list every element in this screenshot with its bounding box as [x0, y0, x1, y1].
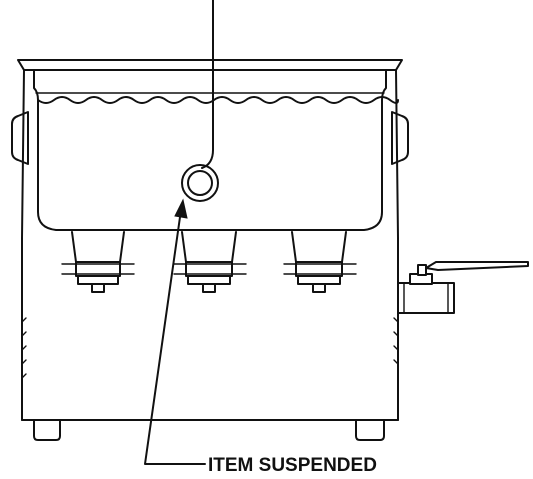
- arrowhead-icon: [174, 198, 188, 219]
- transducer-left: [61, 231, 135, 293]
- tank: [17, 59, 403, 239]
- suspension-wire: [201, 0, 214, 169]
- item-ring-outer: [181, 164, 219, 202]
- callout-label: ITEM SUSPENDED: [208, 455, 377, 476]
- vent-slots: [21, 317, 399, 379]
- callout-leader: [144, 198, 206, 465]
- liquid-surface: [37, 96, 399, 104]
- transducers: [61, 231, 357, 293]
- transducer-right: [283, 231, 357, 293]
- drain-valve: [397, 261, 529, 314]
- transducer-center: [173, 231, 247, 293]
- suspended-item: [181, 0, 219, 202]
- feet: [33, 419, 385, 441]
- housing: [21, 237, 399, 421]
- item-ring-inner: [187, 170, 213, 196]
- handles: [11, 111, 409, 165]
